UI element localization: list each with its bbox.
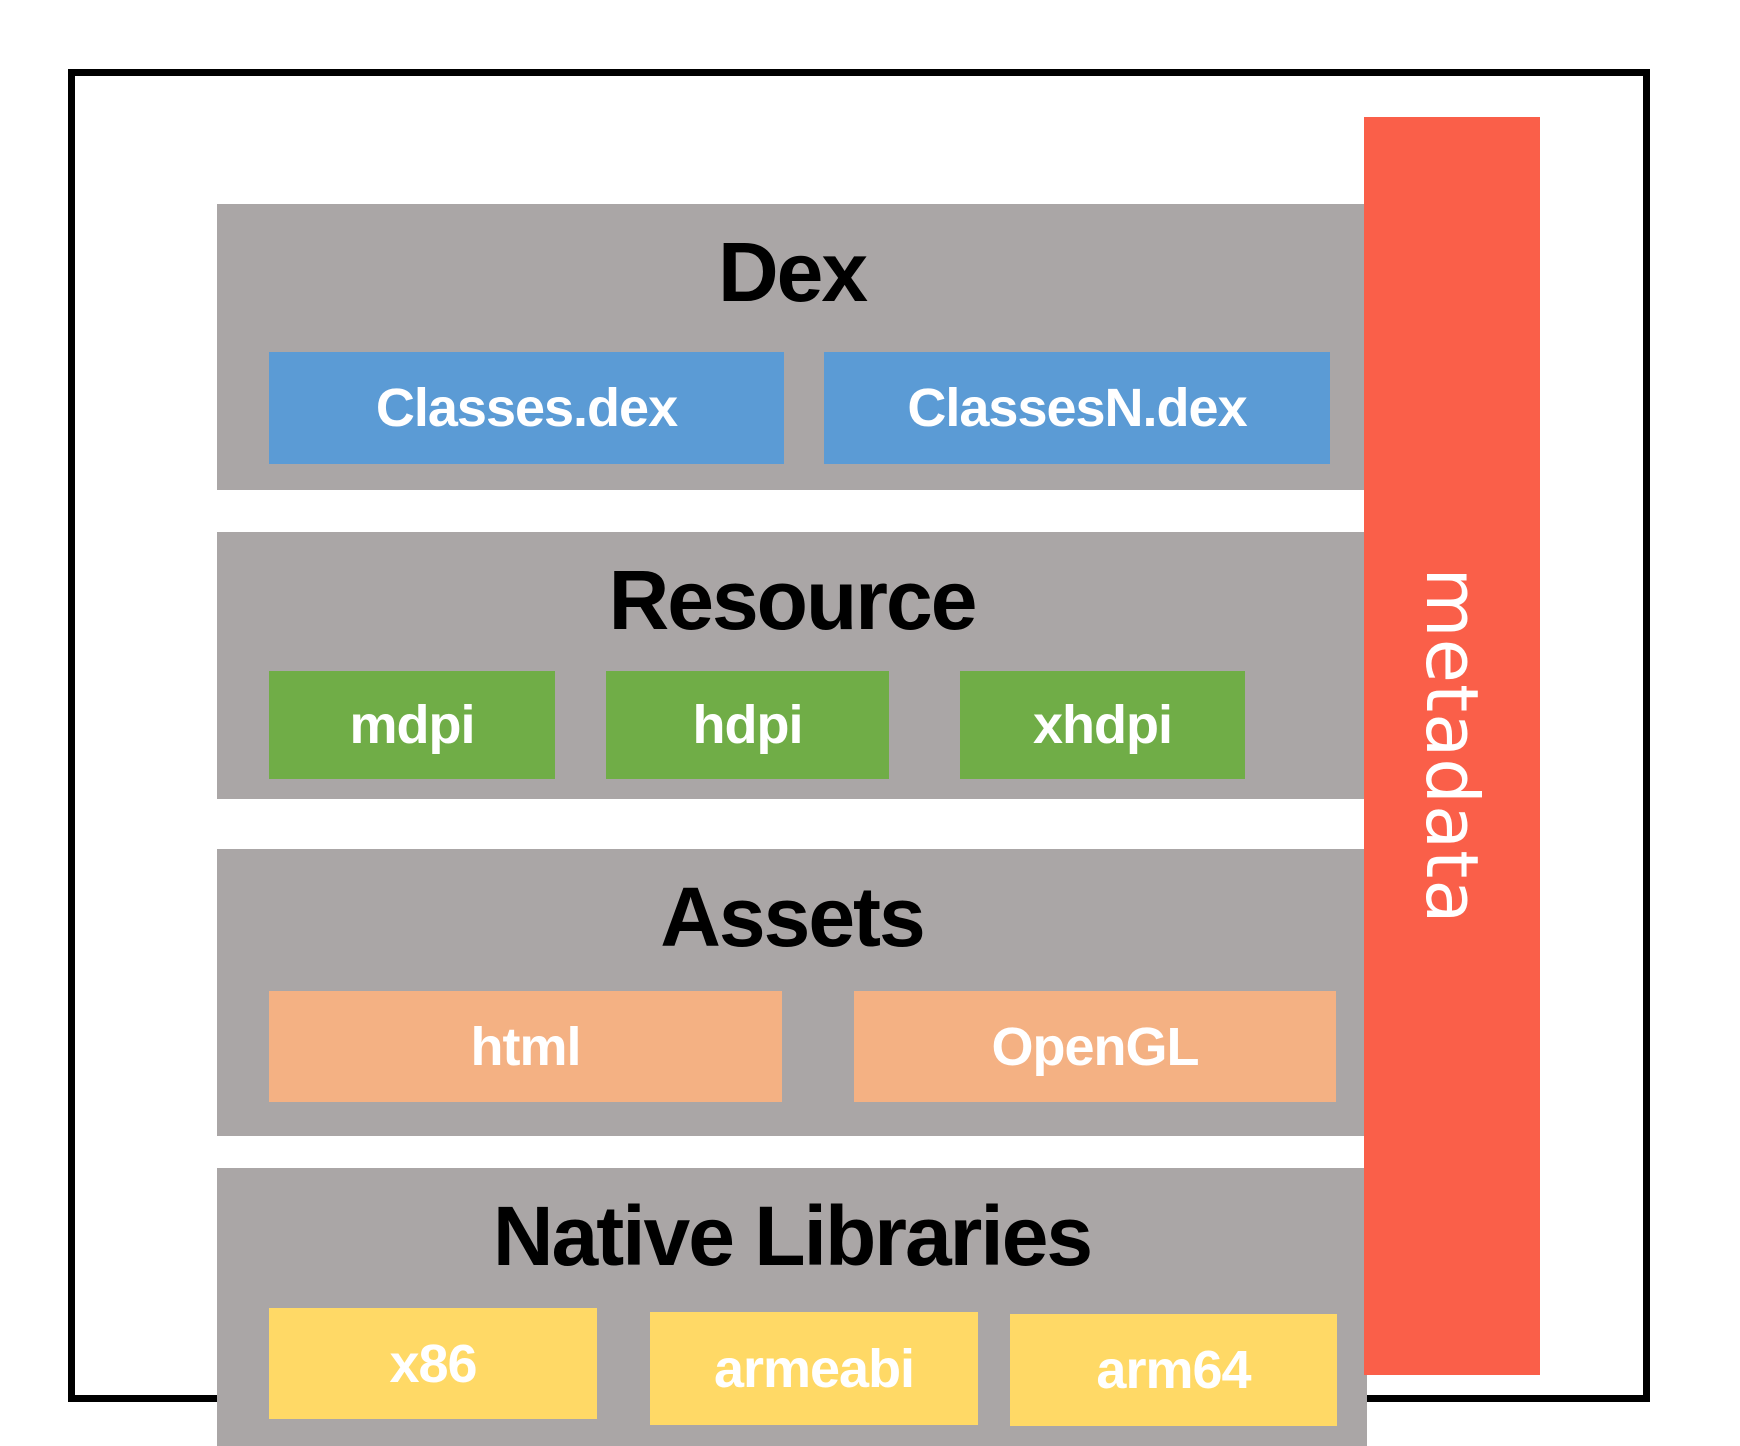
section-native-libraries-title: Native Libraries [492, 1189, 1093, 1283]
block-arm64: arm64 [1010, 1314, 1337, 1426]
section-dex-title: Dex [717, 225, 868, 319]
metadata-bar-label: metadata [1410, 567, 1494, 925]
section-dex: Dex Classes.dex ClassesN.dex [217, 204, 1367, 490]
block-opengl: OpenGL [854, 991, 1336, 1102]
section-resource-title: Resource [608, 553, 978, 647]
block-x86: x86 [269, 1308, 597, 1419]
block-xhdpi: xhdpi [960, 671, 1245, 779]
block-hdpi: hdpi [606, 671, 889, 779]
section-native-libraries: Native Libraries x86 armeabi arm64 [217, 1168, 1367, 1446]
section-assets-title: Assets [660, 870, 926, 964]
metadata-bar: metadata [1364, 117, 1540, 1375]
block-armeabi: armeabi [650, 1312, 978, 1425]
block-mdpi: mdpi [269, 671, 555, 779]
block-html: html [269, 991, 782, 1102]
block-classes-dex: Classes.dex [269, 352, 784, 464]
block-classesn-dex: ClassesN.dex [824, 352, 1330, 464]
section-resource: Resource mdpi hdpi xhdpi [217, 532, 1367, 799]
section-assets: Assets html OpenGL [217, 849, 1367, 1136]
